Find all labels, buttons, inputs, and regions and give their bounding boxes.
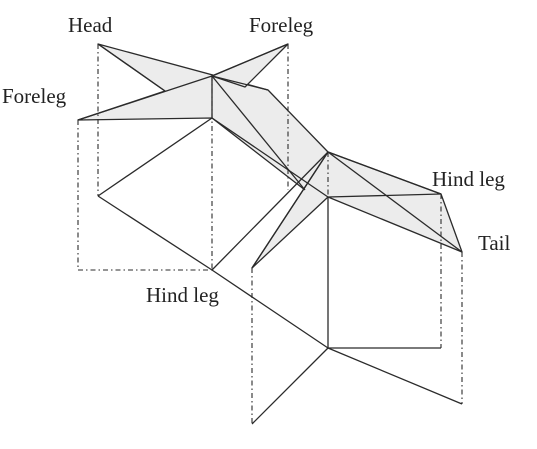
rear-lower-leg	[251, 347, 329, 425]
head-to-foreleg-line	[97, 43, 166, 92]
head-flap	[77, 43, 329, 191]
labels: Head Foreleg Foreleg Hind leg Tail Hind …	[2, 13, 511, 307]
label-tail: Tail	[478, 231, 511, 255]
front-bottom-left	[97, 195, 213, 271]
rear-ridge	[327, 151, 442, 195]
label-foreleg-left: Foreleg	[2, 84, 67, 108]
foreleg-left-box	[77, 120, 212, 271]
label-hind-leg-right: Hind leg	[432, 167, 505, 191]
dashdot-lines	[77, 44, 463, 424]
label-head: Head	[68, 13, 113, 37]
front-bottom-right	[211, 151, 329, 271]
label-foreleg-right: Foreleg	[249, 13, 314, 37]
rear-body-diagonal	[211, 269, 463, 405]
rear-mid-line	[327, 193, 442, 198]
rear-tail-line	[327, 151, 463, 253]
label-hind-leg-center: Hind leg	[146, 283, 219, 307]
shaded-flaps	[77, 43, 463, 269]
solid-lines	[77, 43, 463, 425]
rear-left-leg	[251, 151, 329, 269]
